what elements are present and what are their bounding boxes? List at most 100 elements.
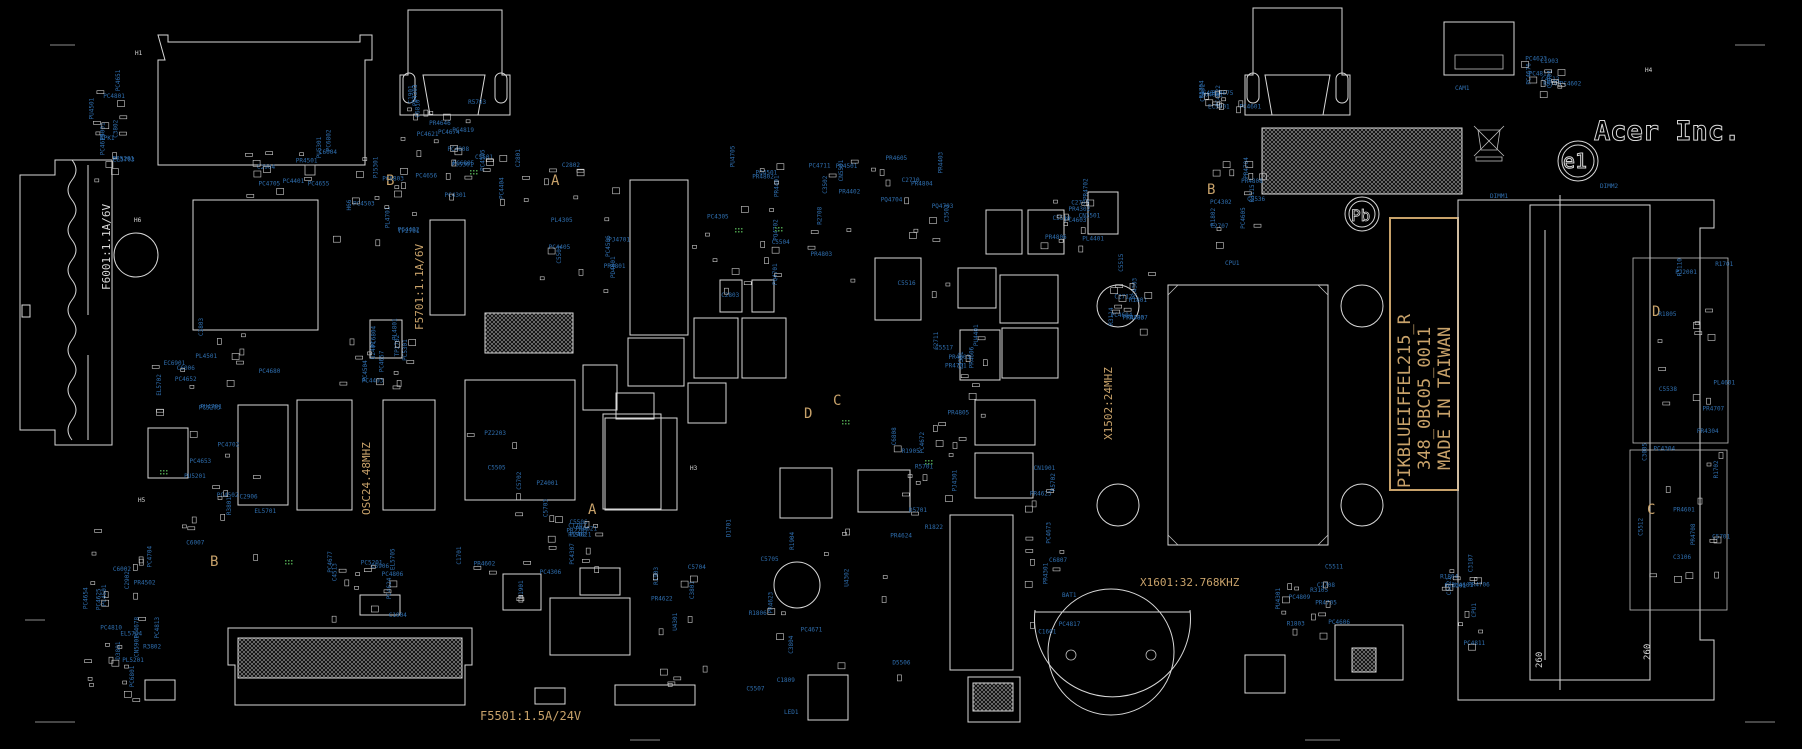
refdes-label: PC4625 xyxy=(96,588,103,610)
refdes-label: C3106 xyxy=(1673,554,1691,561)
smd-part xyxy=(1709,538,1718,543)
refdes-label: F6001 xyxy=(100,122,107,140)
smd-part xyxy=(1469,577,1478,581)
refdes-label: PQ4701 xyxy=(772,263,779,285)
smd-part xyxy=(191,516,197,524)
smd-part xyxy=(743,281,752,286)
refdes-label: PL4701 xyxy=(384,206,391,228)
smd-part xyxy=(544,178,549,186)
refdes-label: PR4403 xyxy=(938,151,945,173)
board-edge-markers xyxy=(25,44,1775,741)
smd-part xyxy=(904,197,909,205)
smd-part xyxy=(1458,622,1463,627)
smd-part xyxy=(667,681,676,686)
smd-part xyxy=(932,238,941,242)
refdes-label: R3115 xyxy=(1249,184,1256,202)
mounting-holes xyxy=(773,284,1384,609)
smd-part xyxy=(581,559,590,563)
led-label: LED1 xyxy=(784,709,799,716)
refdes-label: R1822 xyxy=(925,524,943,531)
smd-part xyxy=(84,659,92,664)
top-right-usb-connector xyxy=(1244,7,1351,116)
refdes-label: R1801 xyxy=(1129,297,1147,304)
smd-part xyxy=(1718,452,1724,459)
smd-part xyxy=(576,169,585,177)
refdes-label: C5517 xyxy=(935,345,953,352)
smd-part xyxy=(837,662,846,670)
refdes-label: PR4624 xyxy=(890,532,912,539)
via-dot xyxy=(735,228,737,230)
smd-part xyxy=(1311,613,1316,621)
smd-part xyxy=(897,674,902,682)
smd-part xyxy=(1030,558,1035,566)
smd-part xyxy=(394,341,400,348)
smd-part xyxy=(548,545,557,550)
smd-part xyxy=(1452,576,1461,581)
via-dot xyxy=(848,423,850,425)
smd-part xyxy=(576,168,585,173)
smd-part xyxy=(423,109,429,117)
refdes-label: C5906 xyxy=(371,563,389,570)
refdes-label: PC4810 xyxy=(100,625,122,632)
smd-part xyxy=(1229,169,1235,177)
smd-part xyxy=(189,431,198,438)
refdes-label: R1903 xyxy=(653,566,660,584)
rtc-battery: BAT1 xyxy=(1034,588,1191,716)
smd-part xyxy=(1714,571,1719,579)
refdes-label: C1901 xyxy=(407,85,414,103)
smd-part xyxy=(1052,567,1061,572)
refdes-label: C4513 xyxy=(331,563,338,581)
smd-part xyxy=(412,212,417,216)
refdes-label: PC4604 xyxy=(1111,312,1133,319)
smd-part xyxy=(103,591,109,599)
refdes-label: PC4506 xyxy=(605,235,612,257)
smd-part xyxy=(90,581,96,585)
top-usb-connector xyxy=(399,9,511,116)
refdes-label: PC4705 xyxy=(259,180,281,187)
smd-part xyxy=(515,512,524,517)
smd-part xyxy=(383,589,392,594)
smd-part xyxy=(499,155,508,162)
cpu-outline: CPU1 xyxy=(1167,260,1329,546)
refdes-label: PC4401 xyxy=(283,178,305,185)
refdes-label: PC4303 xyxy=(1131,277,1138,299)
smd-part xyxy=(1674,575,1682,583)
refdes-label: C2904 xyxy=(257,164,275,171)
camera-label: CAM1 xyxy=(1455,85,1470,92)
smd-part xyxy=(132,698,141,702)
smd-part xyxy=(428,111,434,115)
smd-part xyxy=(915,480,921,485)
refdes-label: C5511 xyxy=(1325,563,1343,570)
section-a1: A xyxy=(551,173,560,189)
refdes-label: R1803 xyxy=(1287,620,1305,627)
smd-part xyxy=(1706,462,1712,467)
refdes-label: PC4602 xyxy=(1560,80,1582,87)
smd-part xyxy=(392,385,401,390)
smd-part xyxy=(500,199,505,206)
refdes-label: PZ4021 xyxy=(570,531,592,538)
refdes-label: PR4803 xyxy=(811,251,833,258)
refdes-label: C5512 xyxy=(1637,517,1644,535)
weee-crossed-bin-icon xyxy=(1473,125,1505,162)
refdes-label: PC4711 xyxy=(809,163,831,170)
refdes-label: PL4401 xyxy=(1082,235,1104,242)
smd-part xyxy=(101,122,110,129)
smd-part xyxy=(692,245,697,249)
smd-part xyxy=(1697,497,1703,505)
smd-part xyxy=(217,338,222,345)
mounting-hole-h5-label: H5 xyxy=(138,497,146,504)
refdes-label: PC4603 xyxy=(1065,217,1087,224)
smd-part xyxy=(351,197,360,205)
smd-part xyxy=(304,177,312,181)
refdes-label: C6006 xyxy=(177,365,195,372)
refdes-label: PC6801 xyxy=(129,665,136,687)
refdes-label: R3110 xyxy=(1677,258,1684,276)
smd-part xyxy=(1080,227,1086,234)
smd-part xyxy=(1058,239,1064,243)
via-dot xyxy=(928,460,930,462)
refdes-label: R1904 xyxy=(789,531,796,549)
refdes-label: C1702 xyxy=(568,523,586,530)
mounting-hole-h3-label: H3 xyxy=(690,465,698,472)
via-dot xyxy=(778,227,780,229)
smd-part xyxy=(1529,76,1538,84)
